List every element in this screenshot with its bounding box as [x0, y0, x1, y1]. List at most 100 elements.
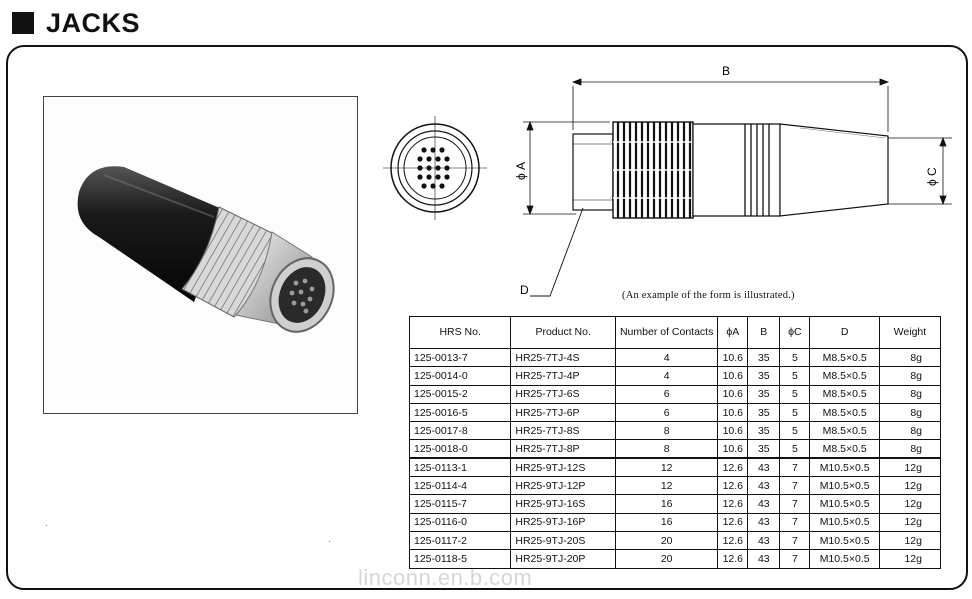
dimension-b-label: B — [722, 64, 730, 78]
dimension-d-label: D — [520, 283, 529, 297]
dimension-phi-a-label: ϕ A — [514, 162, 528, 180]
content-frame — [6, 45, 968, 590]
cell-b: 35 — [747, 384, 781, 404]
cell-phi-a: 10.6 — [717, 347, 749, 368]
cell-weight: 12g — [878, 530, 942, 551]
cell-contacts: 12 — [614, 476, 719, 496]
technical-drawing: B ϕ A ϕ C D — [380, 58, 960, 308]
cell-hrs: 125-0016-5 — [408, 402, 512, 423]
cell-weight: 8g — [878, 347, 942, 368]
column-header-d: D — [809, 316, 880, 349]
cell-d: M10.5×0.5 — [809, 549, 880, 569]
cell-phi-c: 7 — [779, 530, 811, 551]
cell-phi-c: 5 — [779, 384, 811, 404]
column-header-hrs: HRS No. — [408, 316, 512, 349]
cell-phi-a: 10.6 — [717, 384, 749, 404]
cell-hrs: 125-0117-2 — [408, 530, 512, 551]
cell-phi-a: 12.6 — [717, 494, 749, 514]
cell-d: M8.5×0.5 — [809, 366, 880, 386]
connector-photo — [43, 96, 358, 414]
cell-hrs: 125-0116-0 — [408, 512, 512, 532]
cell-contacts: 16 — [614, 512, 719, 532]
cell-b: 43 — [747, 494, 781, 514]
cell-weight: 8g — [878, 384, 942, 404]
cell-phi-c: 5 — [779, 402, 811, 423]
cell-d: M8.5×0.5 — [809, 439, 880, 459]
cell-product: HR25-7TJ-6S — [510, 384, 616, 404]
cell-d: M10.5×0.5 — [809, 530, 880, 551]
cell-weight: 12g — [878, 549, 942, 569]
cell-b: 35 — [747, 366, 781, 386]
cell-product: HR25-7TJ-4P — [510, 366, 616, 386]
cell-hrs: 125-0115-7 — [408, 494, 512, 514]
cell-phi-c: 5 — [779, 421, 811, 441]
connector-side-view — [572, 121, 889, 219]
cell-product: HR25-7TJ-8P — [510, 439, 616, 459]
cell-b: 43 — [747, 476, 781, 496]
cell-phi-c: 5 — [779, 439, 811, 459]
cell-phi-c: 7 — [779, 476, 811, 496]
cell-hrs: 125-0013-7 — [408, 347, 512, 368]
cell-product: HR25-9TJ-20P — [510, 549, 616, 569]
cell-phi-a: 12.6 — [717, 512, 749, 532]
cell-b: 35 — [747, 347, 781, 368]
cell-phi-c: 5 — [779, 366, 811, 386]
cell-contacts: 6 — [614, 402, 719, 423]
cell-hrs: 125-0018-0 — [408, 439, 512, 459]
cell-product: HR25-7TJ-4S — [510, 347, 616, 368]
cell-phi-c: 7 — [779, 457, 811, 478]
cell-phi-c: 7 — [779, 494, 811, 514]
cell-weight: 8g — [878, 439, 942, 459]
cell-b: 35 — [747, 439, 781, 459]
cell-contacts: 8 — [614, 439, 719, 459]
cell-product: HR25-9TJ-20S — [510, 530, 616, 551]
cell-phi-a: 12.6 — [717, 549, 749, 569]
column-header-contacts: Number of Contacts — [614, 316, 719, 349]
column-header-phi-c: ϕC — [779, 316, 811, 349]
square-bullet-icon — [12, 12, 34, 34]
cell-phi-a: 12.6 — [717, 457, 749, 478]
cell-hrs: 125-0113-1 — [408, 457, 512, 478]
column-header-weight: Weight — [878, 316, 942, 349]
cell-d: M8.5×0.5 — [809, 402, 880, 423]
cell-b: 43 — [747, 457, 781, 478]
column-header-phi-a: ϕA — [717, 316, 749, 349]
cell-weight: 8g — [878, 421, 942, 441]
cell-d: M10.5×0.5 — [809, 512, 880, 532]
cell-contacts: 12 — [614, 457, 719, 478]
cell-d: M8.5×0.5 — [809, 347, 880, 368]
cell-product: HR25-9TJ-12S — [510, 457, 616, 478]
cell-contacts: 20 — [614, 530, 719, 551]
cell-product: HR25-9TJ-12P — [510, 476, 616, 496]
cell-b: 35 — [747, 421, 781, 441]
cell-weight: 12g — [878, 476, 942, 496]
column-header-b: B — [747, 316, 781, 349]
cell-hrs: 125-0014-0 — [408, 366, 512, 386]
cell-hrs: 125-0118-5 — [408, 549, 512, 569]
cell-product: HR25-9TJ-16S — [510, 494, 616, 514]
cell-d: M10.5×0.5 — [809, 457, 880, 478]
cell-b: 43 — [747, 530, 781, 551]
cell-phi-a: 10.6 — [717, 402, 749, 423]
drawing-caption: (An example of the form is illustrated.) — [622, 290, 795, 301]
cell-b: 35 — [747, 402, 781, 423]
cell-phi-a: 12.6 — [717, 476, 749, 496]
cell-b: 43 — [747, 512, 781, 532]
cell-weight: 8g — [878, 366, 942, 386]
cell-contacts: 6 — [614, 384, 719, 404]
cell-hrs: 125-0015-2 — [408, 384, 512, 404]
cell-phi-c: 7 — [779, 512, 811, 532]
cell-contacts: 16 — [614, 494, 719, 514]
page-header: JACKS — [12, 8, 140, 38]
cell-weight: 8g — [878, 402, 942, 423]
cell-weight: 12g — [878, 457, 942, 478]
